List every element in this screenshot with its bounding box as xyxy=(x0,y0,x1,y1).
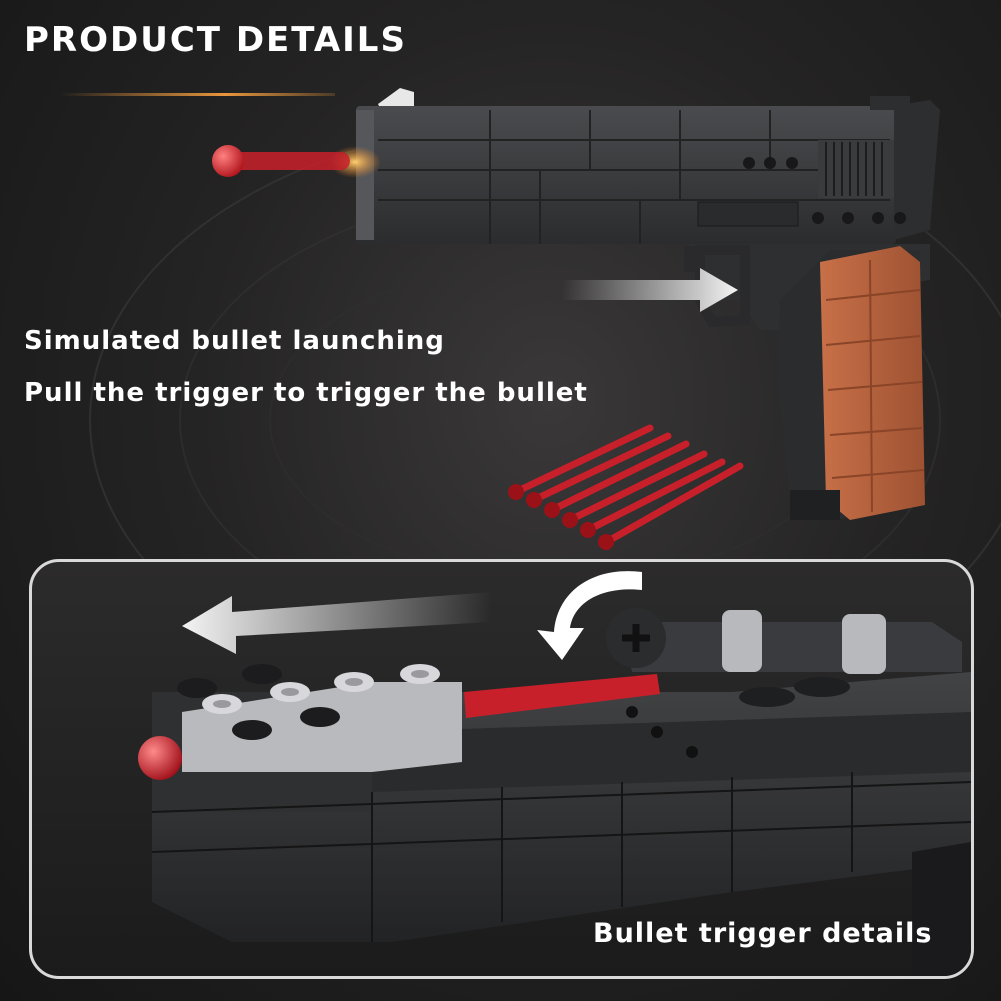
feature-caption-launch: Simulated bullet launching xyxy=(24,326,445,356)
pistol-grip xyxy=(778,246,925,520)
right-arrow-icon xyxy=(562,268,738,312)
loaded-bullet xyxy=(464,674,660,718)
trigger-detail-panel: Bullet trigger details xyxy=(29,559,974,979)
detail-caption: Bullet trigger details xyxy=(593,918,933,949)
trigger-mechanism-closeup xyxy=(138,571,971,976)
bullet-trail xyxy=(225,152,350,170)
left-arrow-icon xyxy=(182,592,492,654)
pistol-slide xyxy=(356,96,940,244)
bullet-tip xyxy=(212,145,244,177)
bullet-ball xyxy=(138,736,182,780)
gray-plate xyxy=(182,682,462,772)
front-sight xyxy=(378,88,414,108)
curved-arrow-icon xyxy=(537,571,642,660)
brick-studs xyxy=(177,664,440,740)
bullet-bundle xyxy=(516,424,744,544)
speed-streak xyxy=(60,93,335,96)
page-title: PRODUCT DETAILS xyxy=(24,20,407,60)
feature-caption-trigger: Pull the trigger to trigger the bullet xyxy=(24,378,588,408)
trigger-axle xyxy=(606,608,962,674)
